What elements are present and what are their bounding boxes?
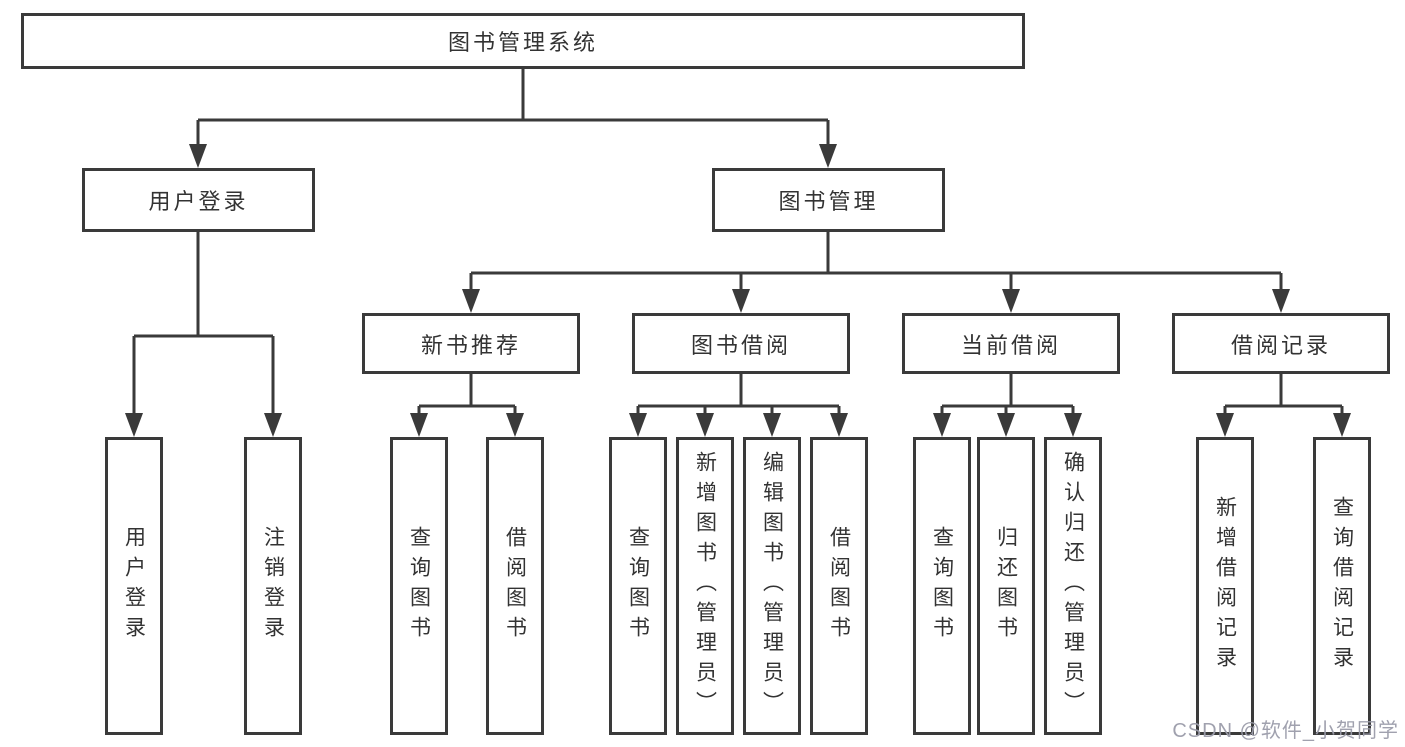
arrowheads-borrowing-records-leaves: [1216, 413, 1351, 437]
leaf-newbook-borrow-books: 借阅图书: [486, 437, 544, 735]
leaf-add-borrow-record: 新增借阅记录: [1196, 437, 1254, 735]
leaf-current-query-books-label: 查询图书: [930, 526, 954, 646]
connector-root-to-level2: [196, 69, 830, 146]
leaf-return-books: 归还图书: [977, 437, 1035, 735]
node-current-borrowing: 当前借阅: [902, 313, 1120, 374]
arrowheads-book-borrowing-leaves: [629, 413, 848, 437]
node-borrowing-records: 借阅记录: [1172, 313, 1390, 374]
connector-book-borrowing-to-leaves: [636, 374, 841, 415]
arrowheads-level3: [462, 289, 1290, 313]
node-book-borrowing-label: 图书借阅: [690, 332, 791, 358]
leaf-current-query-books: 查询图书: [913, 437, 971, 735]
connector-new-book-to-leaves: [417, 374, 517, 415]
watermark: CSDN @软件_小贺同学: [1172, 720, 1399, 742]
leaf-user-login-label: 用户登录: [122, 526, 146, 646]
node-new-book-recommend: 新书推荐: [362, 313, 580, 374]
node-book-management-label: 图书管理: [778, 189, 879, 214]
leaf-newbook-query-books: 查询图书: [390, 437, 448, 735]
leaf-add-borrow-record-label: 新增借阅记录: [1213, 496, 1237, 676]
leaf-add-books-admin: 新增图书（管理员）: [676, 437, 734, 735]
leaf-borrowing-query-books-label: 查询图书: [626, 526, 650, 646]
node-book-borrowing: 图书借阅: [632, 313, 850, 374]
node-user-login: 用户登录: [82, 168, 315, 232]
leaf-logout-label: 注销登录: [261, 526, 285, 646]
leaf-add-books-admin-label: 新增图书（管理员）: [693, 451, 717, 721]
node-book-management: 图书管理: [712, 168, 945, 232]
connector-book-management-to-level3: [469, 232, 1283, 291]
arrowheads-level2: [189, 144, 837, 168]
arrowheads-new-book-leaves: [410, 413, 524, 437]
leaf-borrowing-query-books: 查询图书: [609, 437, 667, 735]
connector-borrowing-records-to-leaves: [1223, 374, 1344, 415]
leaf-borrowing-borrow-books: 借阅图书: [810, 437, 868, 735]
leaf-borrowing-borrow-books-label: 借阅图书: [827, 526, 851, 646]
connector-current-borrowing-to-leaves: [940, 374, 1075, 415]
leaf-newbook-borrow-books-label: 借阅图书: [503, 526, 527, 646]
arrowheads-user-login-leaves: [125, 413, 282, 437]
leaf-edit-books-admin-label: 编辑图书（管理员）: [760, 451, 784, 721]
leaf-newbook-query-books-label: 查询图书: [407, 526, 431, 646]
node-borrowing-records-label: 借阅记录: [1230, 332, 1331, 358]
leaf-user-login: 用户登录: [105, 437, 163, 735]
leaf-query-borrow-record: 查询借阅记录: [1313, 437, 1371, 735]
node-root-label: 图书管理系统: [447, 30, 598, 55]
node-root: 图书管理系统: [21, 13, 1025, 69]
connector-user-login-to-leaves: [132, 232, 275, 415]
leaf-return-books-label: 归还图书: [994, 526, 1018, 646]
leaf-confirm-return-admin-label: 确认归还（管理员）: [1061, 451, 1085, 721]
leaf-query-borrow-record-label: 查询借阅记录: [1330, 496, 1354, 676]
node-user-login-label: 用户登录: [148, 189, 249, 214]
node-new-book-recommend-label: 新书推荐: [420, 332, 521, 358]
leaf-confirm-return-admin: 确认归还（管理员）: [1044, 437, 1102, 735]
leaf-edit-books-admin: 编辑图书（管理员）: [743, 437, 801, 735]
arrowheads-current-borrowing-leaves: [933, 413, 1082, 437]
leaf-logout: 注销登录: [244, 437, 302, 735]
node-current-borrowing-label: 当前借阅: [960, 332, 1061, 358]
